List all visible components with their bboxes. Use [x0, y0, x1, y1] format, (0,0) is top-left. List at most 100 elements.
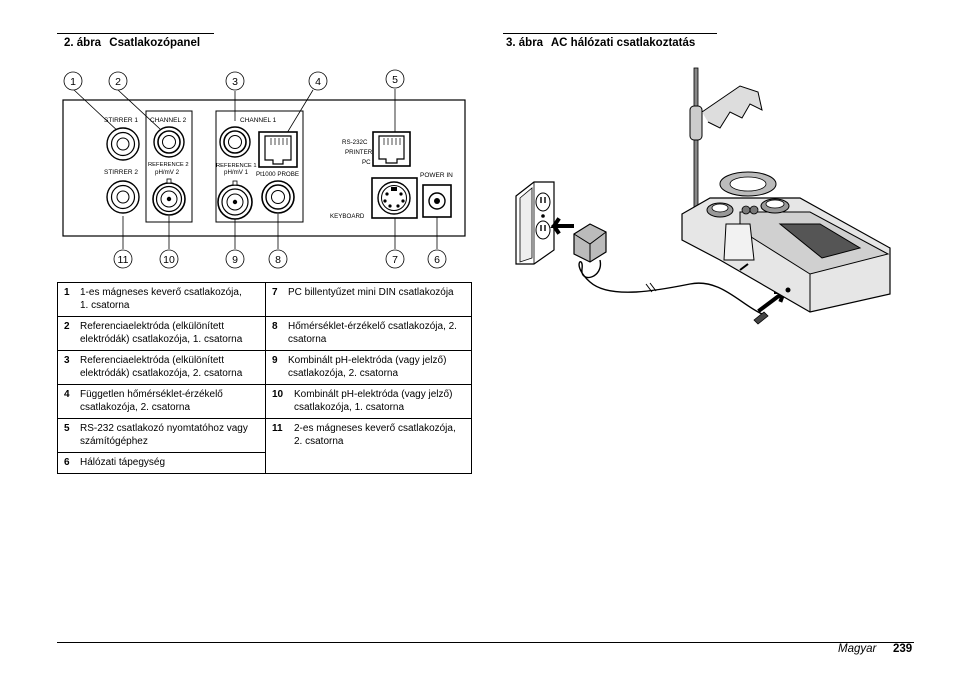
- callout-6: 6: [427, 249, 447, 269]
- svg-text:8: 8: [275, 254, 281, 266]
- connector-panel-diagram: 1 2 3 4 5 11 10 9 8 7 6 STIRRER 1: [62, 69, 466, 269]
- page-number: 239: [893, 643, 913, 655]
- callout-3: 3: [225, 71, 245, 91]
- phmv1-bnc-connector: [217, 180, 253, 220]
- legend-number: 11: [272, 423, 283, 434]
- electrode-stand: [689, 67, 763, 229]
- legend-text: Kombinált pH-elektróda (vagy jelző) csat…: [294, 389, 453, 413]
- legend-cell: 2 Referenciaelektróda (elkülönített elekt…: [57, 316, 266, 351]
- legend-text: RS-232 csatlakozó nyomtatóhoz vagy számí…: [80, 423, 248, 447]
- figure3-title-text: AC hálózati csatlakoztatás: [550, 37, 696, 49]
- legend-cell: 9 Kombinált pH-elektróda (vagy jelző) csa…: [265, 350, 472, 385]
- reference2-connector: [153, 126, 185, 158]
- label-keyboard: KEYBOARD: [330, 213, 365, 220]
- callout-5: 5: [385, 69, 405, 89]
- legend-number: 4: [64, 389, 70, 400]
- label-printer: PRINTER: [345, 149, 373, 156]
- label-pt1000: Pt1000 PROBE: [256, 171, 299, 178]
- svg-text:9: 9: [232, 254, 238, 266]
- legend-text: Hálózati tápegység: [80, 457, 166, 468]
- reference1-connector: [219, 126, 251, 158]
- svg-text:3: 3: [232, 76, 238, 88]
- legend-row: 1 1-es mágneses keverő csatlakozója, 1. c…: [57, 282, 472, 317]
- power-cable: [578, 259, 763, 315]
- label-channel2: CHANNEL 2: [150, 117, 187, 124]
- legend-row: 3 Referenciaelektróda (elkülönített elekt…: [57, 350, 472, 385]
- figure2-title: 2. ábra Csatlakozópanel: [64, 37, 200, 49]
- ph-meter-instrument: [681, 171, 891, 313]
- legend-text: Kombinált pH-elektróda (vagy jelző) csat…: [288, 355, 447, 379]
- label-stirrer2: STIRRER 2: [104, 169, 138, 176]
- keyboard-minidin-connector: [371, 177, 418, 219]
- svg-text:4: 4: [315, 76, 321, 88]
- legend-number: 7: [272, 287, 278, 298]
- legend-text: PC billentyűzet mini DIN csatlakozója: [288, 287, 454, 298]
- legend-cell: 3 Referenciaelektróda (elkülönített elekt…: [57, 350, 266, 385]
- callout-8: 8: [268, 249, 288, 269]
- legend-text: 2-es mágneses keverő csatlakozója, 2. cs…: [294, 423, 456, 447]
- legend-number: 8: [272, 321, 278, 332]
- callout-4: 4: [308, 71, 328, 91]
- figure3-top-rule: [503, 33, 717, 34]
- figure2-title-text: Csatlakozópanel: [109, 37, 201, 49]
- legend-number: 10: [272, 389, 284, 400]
- footer-rule: [57, 642, 914, 643]
- legend-cell: 8 Hőmérséklet-érzékelő csatlakozója, 2. c…: [265, 316, 472, 351]
- label-reference2: REFERENCE 2: [148, 162, 189, 168]
- ac-power-connection-illustration: [515, 67, 891, 325]
- temperature-probe-connector: [261, 180, 295, 214]
- svg-text:2: 2: [115, 76, 121, 88]
- callout-7: 7: [385, 249, 405, 269]
- footer-language: Magyar: [838, 643, 877, 655]
- label-phmv2: pH/mV 2: [155, 169, 180, 176]
- legend-number: 1: [64, 287, 70, 298]
- figure2-legend-table: 1 1-es mágneses keverő csatlakozója, 1. c…: [57, 282, 472, 474]
- svg-text:7: 7: [392, 254, 398, 266]
- legend-cell: 7 PC billentyűzet mini DIN csatlakozója: [265, 282, 472, 317]
- channel2-frame: [145, 110, 193, 223]
- phmv2-bnc-connector: [152, 178, 186, 216]
- legend-row: 4 Független hőmérséklet-érzékelő csatlako…: [57, 384, 472, 419]
- svg-text:11: 11: [118, 254, 129, 266]
- stirrer2-connector: [106, 180, 140, 214]
- callout-2: 2: [108, 71, 128, 91]
- wall-outlet: [515, 181, 555, 265]
- legend-text: 1-es mágneses keverő csatlakozója, 1. cs…: [80, 287, 242, 311]
- label-power-in: POWER IN: [420, 172, 453, 179]
- legend-row: 5 RS-232 csatlakozó nyomtatóhoz vagy szám…: [57, 418, 472, 474]
- legend-row: 2 Referenciaelektróda (elkülönített elekt…: [57, 316, 472, 351]
- figure3-title: 3. ábra AC hálózati csatlakoztatás: [506, 37, 695, 49]
- legend-number: 2: [64, 321, 70, 332]
- legend-text: Referenciaelektróda (elkülönített elektr…: [80, 355, 243, 379]
- label-rs232c: RS-232C: [342, 139, 368, 146]
- stirrer1-connector: [106, 127, 140, 161]
- legend-text: Referenciaelektróda (elkülönített elektr…: [80, 321, 243, 345]
- label-reference1: REFERENCE 1: [216, 163, 257, 169]
- legend-number: 9: [272, 355, 278, 366]
- channel1-frame: [215, 110, 304, 223]
- figure2-top-rule: [57, 33, 214, 34]
- legend-cell: 4 Független hőmérséklet-érzékelő csatlako…: [57, 384, 266, 419]
- legend-cell: 5 RS-232 csatlakozó nyomtatóhoz vagy szám…: [57, 418, 266, 453]
- power-adapter: [573, 223, 607, 263]
- plug-arrow-icon: [550, 217, 574, 235]
- svg-text:5: 5: [392, 74, 398, 86]
- svg-text:1: 1: [70, 76, 76, 88]
- legend-text: Független hőmérséklet-érzékelő csatlakoz…: [80, 389, 223, 413]
- callout-9: 9: [225, 249, 245, 269]
- legend-cell: 11 2-es mágneses keverő csatlakozója, 2. …: [265, 418, 472, 474]
- legend-text: Hőmérséklet-érzékelő csatlakozója, 2. cs…: [288, 321, 457, 345]
- legend-cell: 1 1-es mágneses keverő csatlakozója, 1. c…: [57, 282, 266, 317]
- label-channel1: CHANNEL 1: [240, 117, 277, 124]
- figure2-number: 2. ábra: [64, 37, 102, 49]
- svg-text:6: 6: [434, 254, 440, 266]
- legend-cell: 10 Kombinált pH-elektróda (vagy jelző) cs…: [265, 384, 472, 419]
- power-in-connector: [422, 184, 452, 218]
- label-stirrer1: STIRRER 1: [104, 117, 138, 124]
- rs232-rj-jack: [372, 131, 411, 167]
- legend-number: 5: [64, 423, 70, 434]
- legend-number: 3: [64, 355, 70, 366]
- callout-10: 10: [159, 249, 179, 269]
